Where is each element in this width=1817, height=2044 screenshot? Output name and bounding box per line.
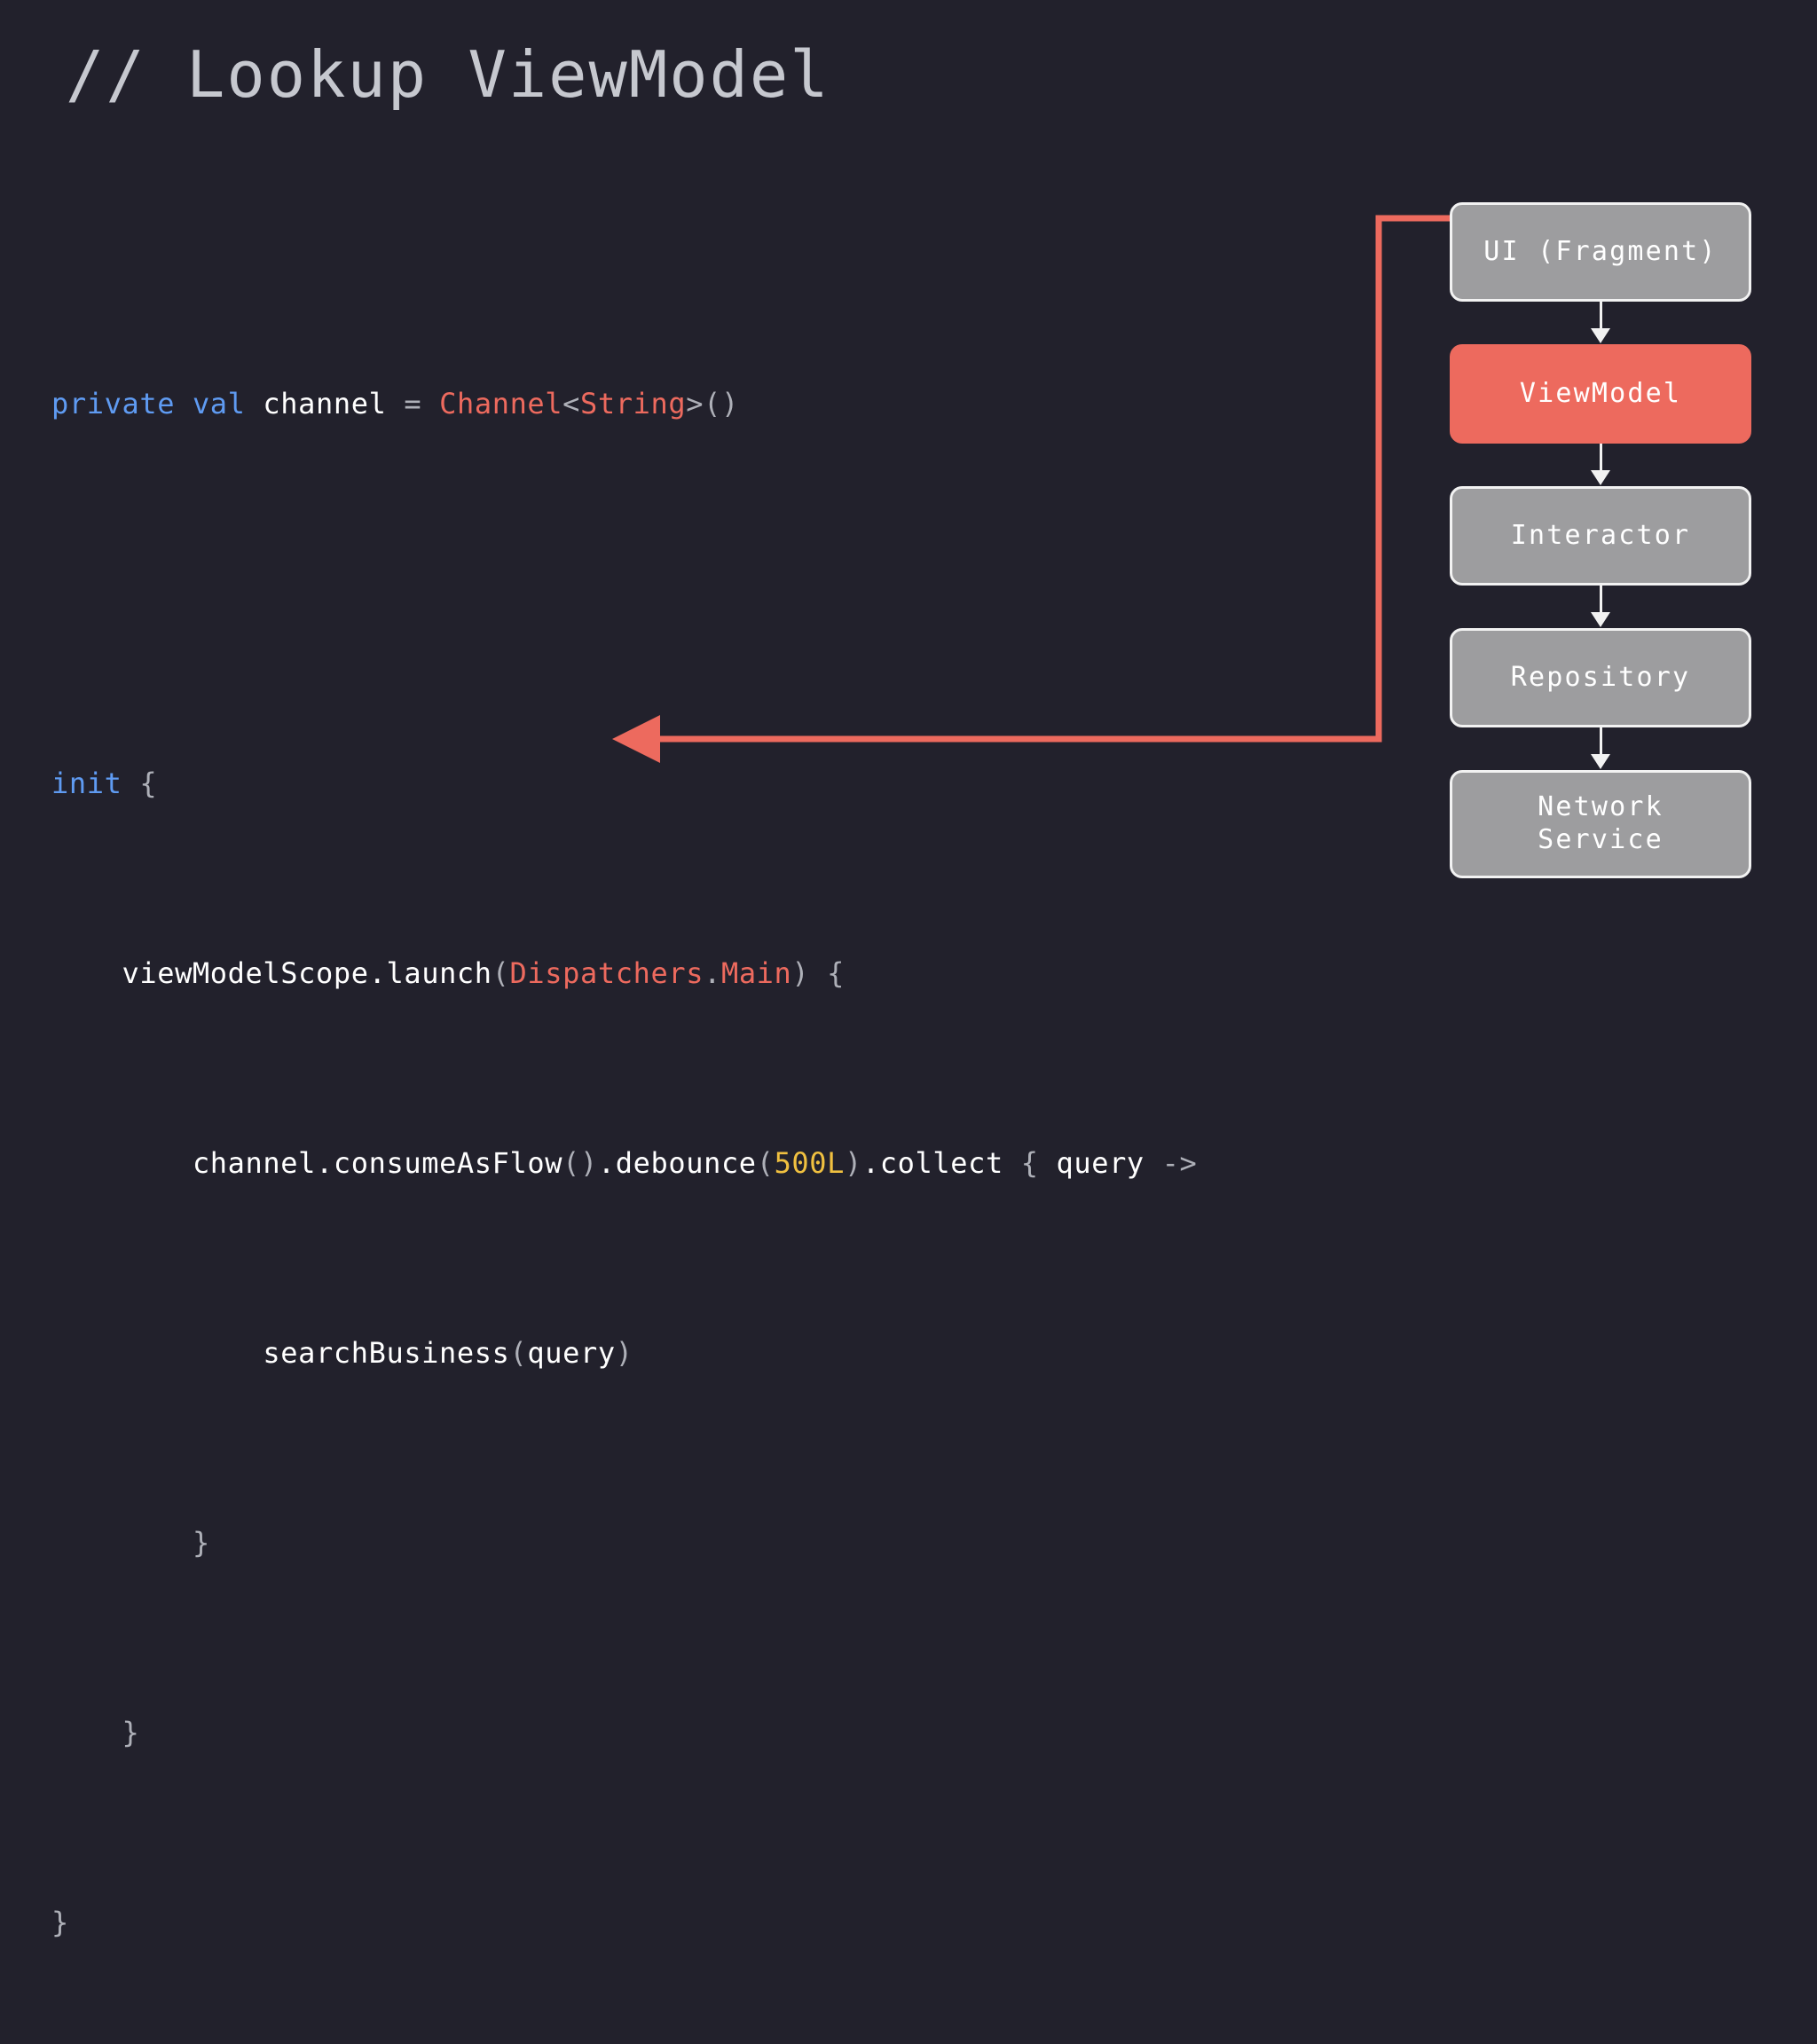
token-dot: .: [368, 955, 387, 990]
arrow-down-icon: [1591, 754, 1610, 769]
token-brace-close: }: [192, 1525, 210, 1560]
token-lambda-arrow: ->: [1161, 1145, 1198, 1180]
diagram-node-interactor-label: Interactor: [1510, 519, 1691, 551]
diagram-node-interactor[interactable]: Interactor: [1450, 486, 1751, 586]
connector-line: [1599, 586, 1602, 616]
token-paren-close: ): [615, 1335, 633, 1370]
token-parens-empty: (): [704, 386, 739, 421]
token-dot: .: [704, 955, 721, 990]
token-keyword-private: private: [51, 386, 176, 421]
token-dot: .: [597, 1145, 616, 1180]
token-angle-close: >: [686, 386, 704, 421]
token-brace-close: }: [122, 1715, 140, 1749]
connector-interactor-to-repository: [1450, 586, 1751, 628]
token-space: [246, 387, 264, 421]
token-type-channel: Channel: [439, 386, 563, 421]
token-space: [122, 766, 139, 800]
token-keyword-val: val: [192, 386, 246, 421]
code-line-5: channel.consumeAsFlow().debounce(500L).c…: [51, 1140, 1197, 1188]
arrow-down-icon: [1591, 328, 1610, 343]
code-block: private val channel = Channel<String>() …: [51, 238, 1197, 2044]
token-space: [421, 387, 439, 421]
diagram-node-repository-label: Repository: [1510, 661, 1691, 693]
diagram-node-ui[interactable]: UI (Fragment): [1450, 202, 1751, 302]
connector-line: [1599, 302, 1602, 332]
connector-ui-to-viewmodel: [1450, 302, 1751, 344]
token-number-500l: 500L: [774, 1145, 846, 1180]
token-indent: [51, 956, 122, 990]
token-dot: .: [861, 1145, 880, 1180]
token-type-string: String: [580, 386, 687, 421]
token-brace-open: {: [827, 955, 846, 990]
connector-line: [1599, 727, 1602, 758]
token-indent: [51, 1716, 122, 1749]
diagram-node-network-service[interactable]: Network Service: [1450, 770, 1751, 878]
token-operator-assign: =: [404, 386, 422, 421]
code-line-1: private val channel = Channel<String>(): [51, 381, 1197, 428]
token-angle-open: <: [562, 386, 581, 421]
token-dot: .: [316, 1145, 334, 1180]
token-identifier-query: query: [1056, 1145, 1144, 1180]
token-indent: [51, 1526, 193, 1560]
token-type-dispatchers: Dispatchers: [509, 955, 704, 990]
diagram-node-ui-label: UI (Fragment): [1483, 235, 1718, 267]
token-paren-close: ): [845, 1145, 862, 1180]
token-brace-open: {: [139, 766, 158, 800]
token-space: [1003, 1146, 1021, 1180]
token-function-debounce: debounce: [615, 1145, 757, 1180]
arrow-down-icon: [1591, 612, 1610, 627]
token-brace-open: {: [1020, 1145, 1039, 1180]
token-identifier-viewmodelscope: viewModelScope: [122, 955, 369, 990]
token-space: [1039, 1146, 1057, 1180]
diagram-node-viewmodel[interactable]: ViewModel: [1450, 344, 1751, 444]
code-line-2-blank: [51, 570, 1197, 618]
token-space: [175, 387, 193, 421]
token-brace-close: }: [51, 1905, 69, 1939]
architecture-diagram: UI (Fragment) ViewModel Interactor Repos…: [1450, 202, 1751, 878]
token-space: [1144, 1146, 1162, 1180]
diagram-node-viewmodel-label: ViewModel: [1519, 377, 1682, 409]
token-identifier-query: query: [527, 1335, 616, 1370]
token-keyword-init: init: [51, 766, 122, 800]
connector-repository-to-network: [1450, 727, 1751, 770]
token-type-main: Main: [720, 955, 792, 990]
code-line-9: }: [51, 1899, 1197, 1947]
page-title: // Lookup ViewModel: [66, 37, 830, 112]
token-paren-close: ): [791, 955, 810, 990]
token-function-consumeasflow: consumeAsFlow: [333, 1145, 563, 1180]
code-line-7: }: [51, 1520, 1197, 1568]
connector-viewmodel-to-interactor: [1450, 444, 1751, 486]
code-line-4: viewModelScope.launch(Dispatchers.Main) …: [51, 950, 1197, 998]
token-identifier-channel: channel: [192, 1145, 316, 1180]
arrow-down-icon: [1591, 470, 1610, 485]
token-identifier-channel: channel: [263, 386, 387, 421]
token-paren-open: (: [756, 1145, 775, 1180]
token-parens-empty: (): [562, 1145, 598, 1180]
connector-line: [1599, 444, 1602, 474]
token-function-launch: launch: [386, 955, 492, 990]
code-line-3: init {: [51, 760, 1197, 808]
token-paren-open: (: [492, 955, 510, 990]
token-indent: [51, 1336, 263, 1370]
diagram-node-repository[interactable]: Repository: [1450, 628, 1751, 727]
token-function-collect: collect: [879, 1145, 1003, 1180]
token-paren-open: (: [509, 1335, 528, 1370]
code-line-6: searchBusiness(query): [51, 1330, 1197, 1378]
code-line-8: }: [51, 1710, 1197, 1757]
token-indent: [51, 1146, 193, 1180]
diagram-node-network-service-label: Network Service: [1538, 791, 1664, 855]
token-space: [809, 956, 827, 990]
token-function-searchbusiness: searchBusiness: [263, 1335, 510, 1370]
token-space: [386, 387, 404, 421]
